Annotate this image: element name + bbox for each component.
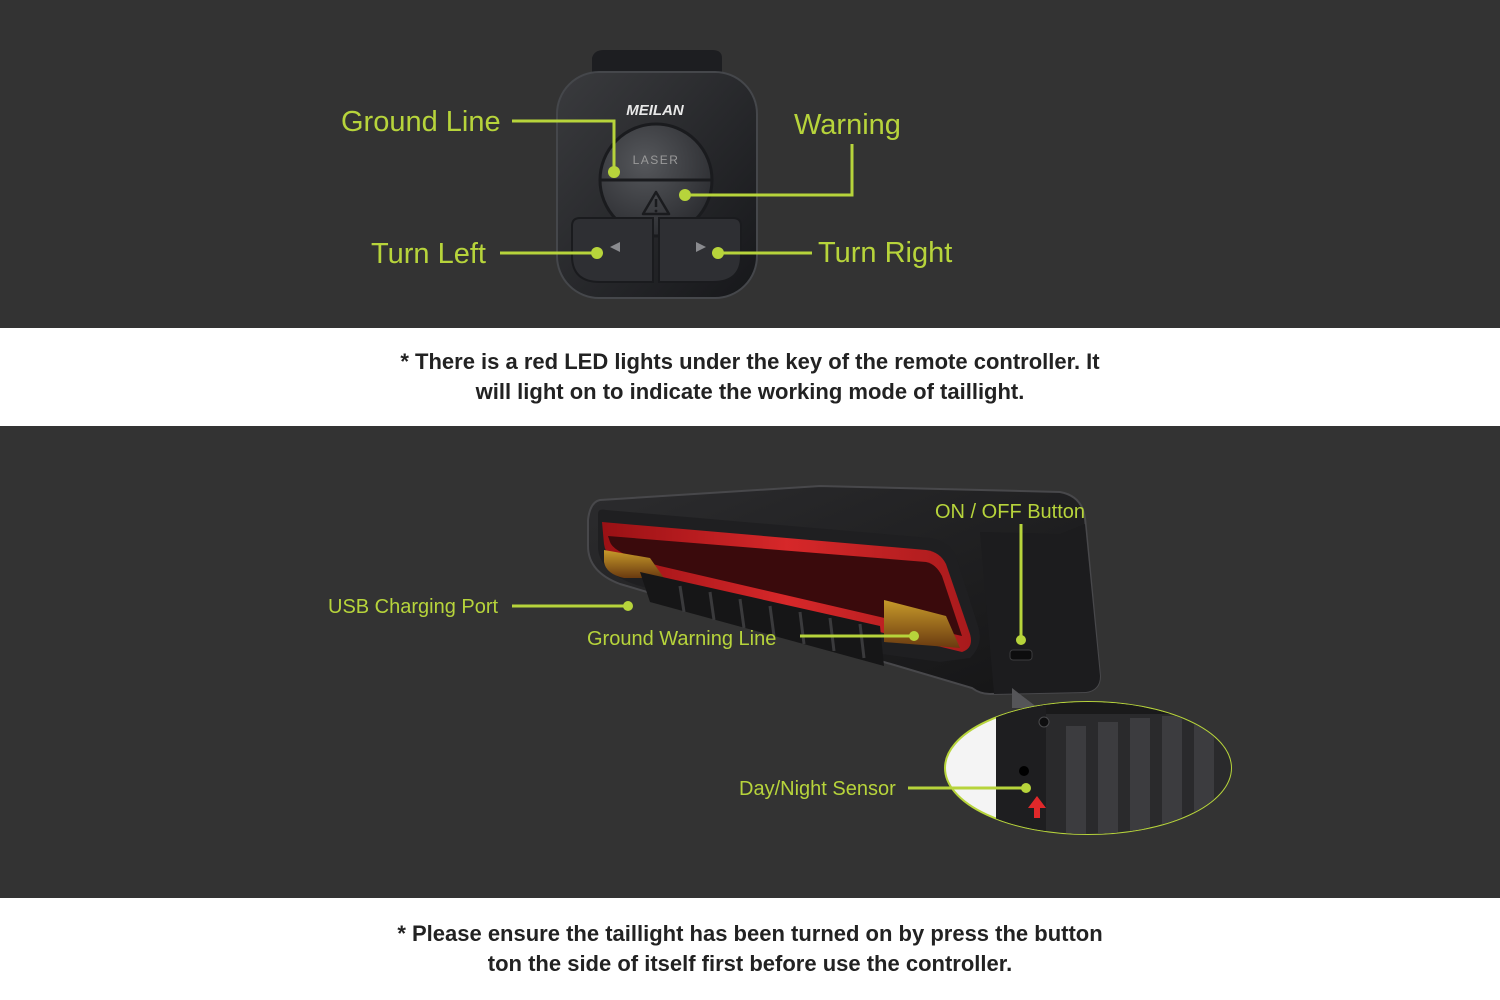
laser-label: LASER [633,153,680,167]
callout-warning [679,144,854,201]
led-inner-shadow [608,536,962,636]
label-ground-warning-line: Ground Warning Line [587,628,776,650]
laser-lens-left [604,550,664,578]
arrow-left-icon [610,242,620,252]
remote-note-band: * There is a red LED lights under the ke… [0,328,1500,426]
callout-turn-right [712,247,812,259]
taillight-illustration: ON / OFF Button USB Charging Port Ground… [328,484,1232,835]
label-on-off-button: ON / OFF Button [935,501,1085,523]
remote-note-line-2: will light on to indicate the working mo… [475,379,1025,404]
label-turn-right: Turn Right [818,237,952,269]
warning-triangle-icon [641,190,671,216]
taillight-ribs [640,572,884,666]
label-usb-charging-port: USB Charging Port [328,596,499,618]
remote-controller-panel: MEILAN LASER Ground Line Warning [0,0,1500,328]
callout-day-night-sensor [908,783,1031,793]
label-warning: Warning [794,109,901,141]
sensor-arrow-icon [1028,796,1046,818]
remote-controller-illustration: MEILAN LASER Ground Line Warning [341,50,952,299]
sensor-zoom-detail [996,702,1231,834]
brand-logo: MEILAN [626,102,685,119]
callout-ground-line [512,119,620,178]
remote-note-line-1: * There is a red LED lights under the ke… [400,349,1100,374]
callout-ground-warning-line [800,631,919,641]
label-turn-left: Turn Left [371,238,486,270]
remote-note: * There is a red LED lights under the ke… [340,347,1160,407]
taillight-panel: ON / OFF Button USB Charging Port Ground… [0,426,1500,898]
callout-turn-left [500,247,603,259]
rib-lines [678,585,866,659]
taillight-side-panel [980,524,1100,694]
power-button [1009,649,1033,661]
taillight-note-line-1: * Please ensure the taillight has been t… [397,921,1103,946]
zoom-pointer [1012,688,1038,708]
callout-usb-charging-port [512,601,633,611]
taillight-note-line-2: ton the side of itself first before use … [487,951,1013,976]
callout-on-off-button [1016,524,1026,645]
turn-left-button [571,217,654,283]
label-day-night-sensor: Day/Night Sensor [739,778,896,800]
taillight-note-band: * Please ensure the taillight has been t… [0,898,1500,1000]
taillight-note: * Please ensure the taillight has been t… [340,919,1160,979]
arrow-right-icon [696,242,706,252]
label-ground-line: Ground Line [341,106,501,138]
